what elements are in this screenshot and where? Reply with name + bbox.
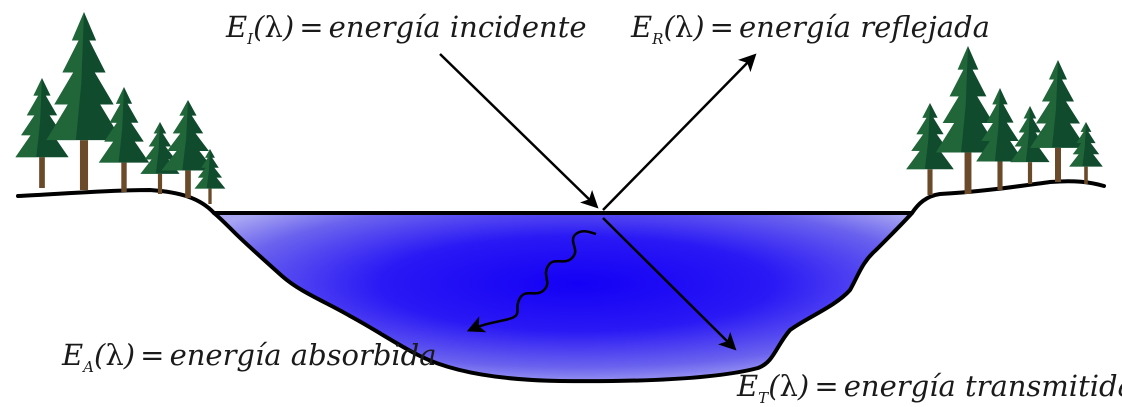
transmitted-equals: = xyxy=(814,369,839,403)
trees-left xyxy=(15,12,226,204)
incident-symbol: E xyxy=(226,10,248,44)
incident-equals: = xyxy=(299,10,324,44)
trees-right xyxy=(906,46,1103,195)
transmitted-symbol: E xyxy=(737,369,759,403)
transmitted-text: energía transmitida xyxy=(843,369,1122,403)
reflected-subscript: R xyxy=(652,30,664,48)
absorbed-lambda: λ xyxy=(105,338,124,372)
ground-right xyxy=(910,179,1106,215)
transmitted-lambda: λ xyxy=(779,369,798,403)
absorbed-symbol: E xyxy=(62,338,84,372)
label-incident: EI(λ) = energía incidente xyxy=(226,10,587,48)
absorbed-subscript: A xyxy=(83,358,95,376)
reflected-text: energía reflejada xyxy=(739,10,990,44)
reflected-lambda: λ xyxy=(674,10,694,44)
water-body xyxy=(212,211,914,384)
ground-left xyxy=(16,187,216,215)
transmitted-subscript: T xyxy=(758,389,769,407)
incident-lambda: λ xyxy=(264,10,283,44)
label-transmitted: ET(λ) = energía transmitida xyxy=(737,369,1122,406)
absorbed-text: energía absorbida xyxy=(169,338,437,372)
incident-text: energía incidente xyxy=(328,10,587,44)
label-absorbed: EA(λ) = energía absorbida xyxy=(62,338,437,376)
reflected-equals: = xyxy=(709,10,734,44)
reflected-symbol: E xyxy=(631,10,653,44)
absorbed-arrow xyxy=(466,230,597,333)
label-reflected: ER(λ) = energía reflejada xyxy=(631,10,990,48)
incident-arrow xyxy=(439,53,599,209)
incident-subscript: I xyxy=(247,30,254,48)
reflected-arrow xyxy=(602,53,757,211)
transmitted-arrow xyxy=(602,217,737,351)
absorbed-equals: = xyxy=(140,338,165,372)
